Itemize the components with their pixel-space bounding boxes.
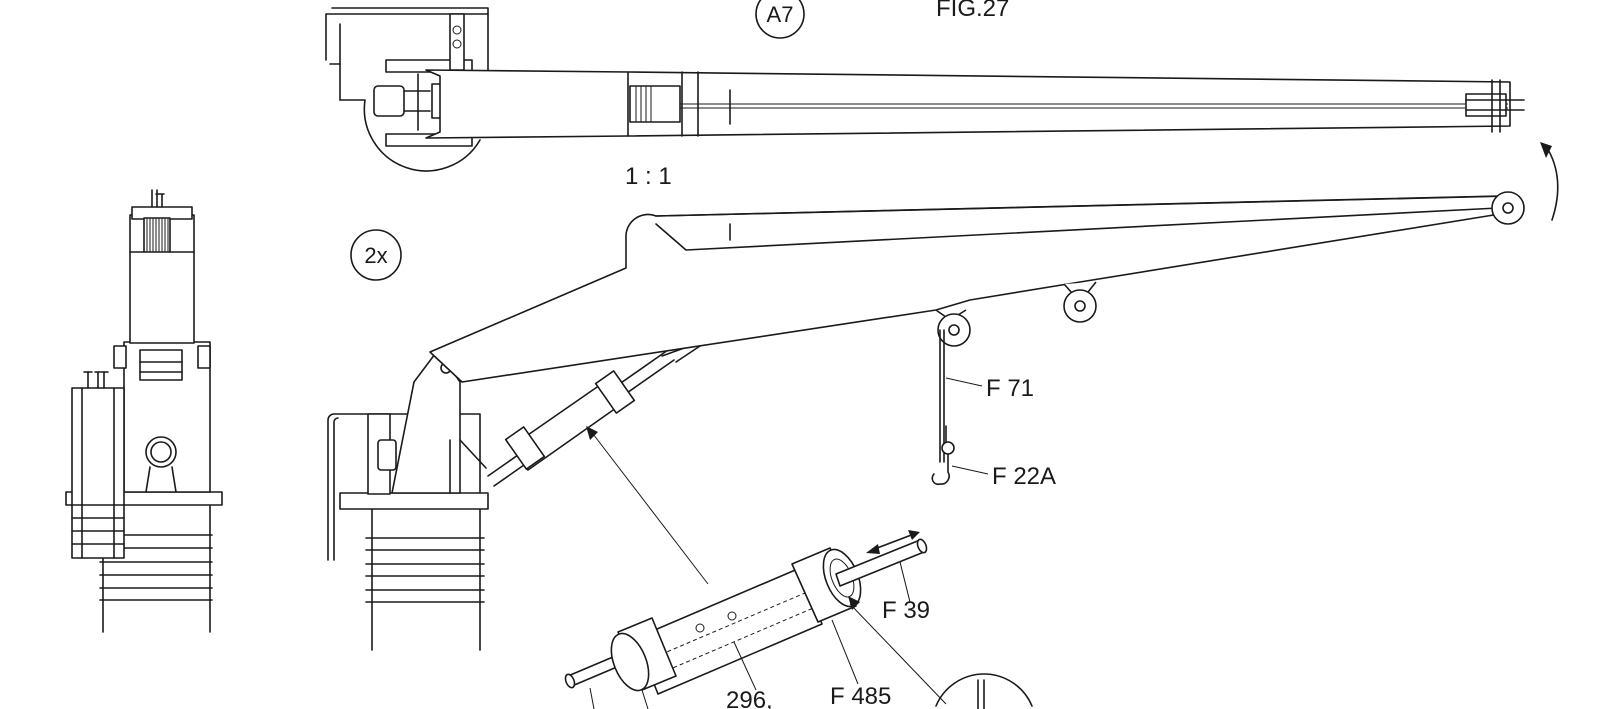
figure-title: FIG.27 xyxy=(936,0,1009,22)
badges: A7 2x xyxy=(350,0,805,281)
scale-label: 1 : 1 xyxy=(625,163,672,190)
callout-cylinder-body: F 485 xyxy=(830,683,891,709)
quantity-badge-label: 2x xyxy=(364,243,387,268)
callout-winch-line: F 71 xyxy=(986,375,1034,402)
crane-elevation-view xyxy=(327,142,1559,651)
view-badge-label: A7 xyxy=(767,2,794,27)
callout-leaders xyxy=(589,377,989,709)
callout-hook: F 22A xyxy=(992,463,1056,490)
callout-cylinder-tube: 296, xyxy=(726,687,773,709)
callout-cylinder-rod: F 39 xyxy=(882,597,930,624)
cylinder-detail-view xyxy=(564,530,1033,709)
crane-end-view xyxy=(65,189,223,633)
boom-top-view xyxy=(325,7,1525,172)
quantity-badge xyxy=(350,229,402,281)
view-badge xyxy=(755,0,805,39)
